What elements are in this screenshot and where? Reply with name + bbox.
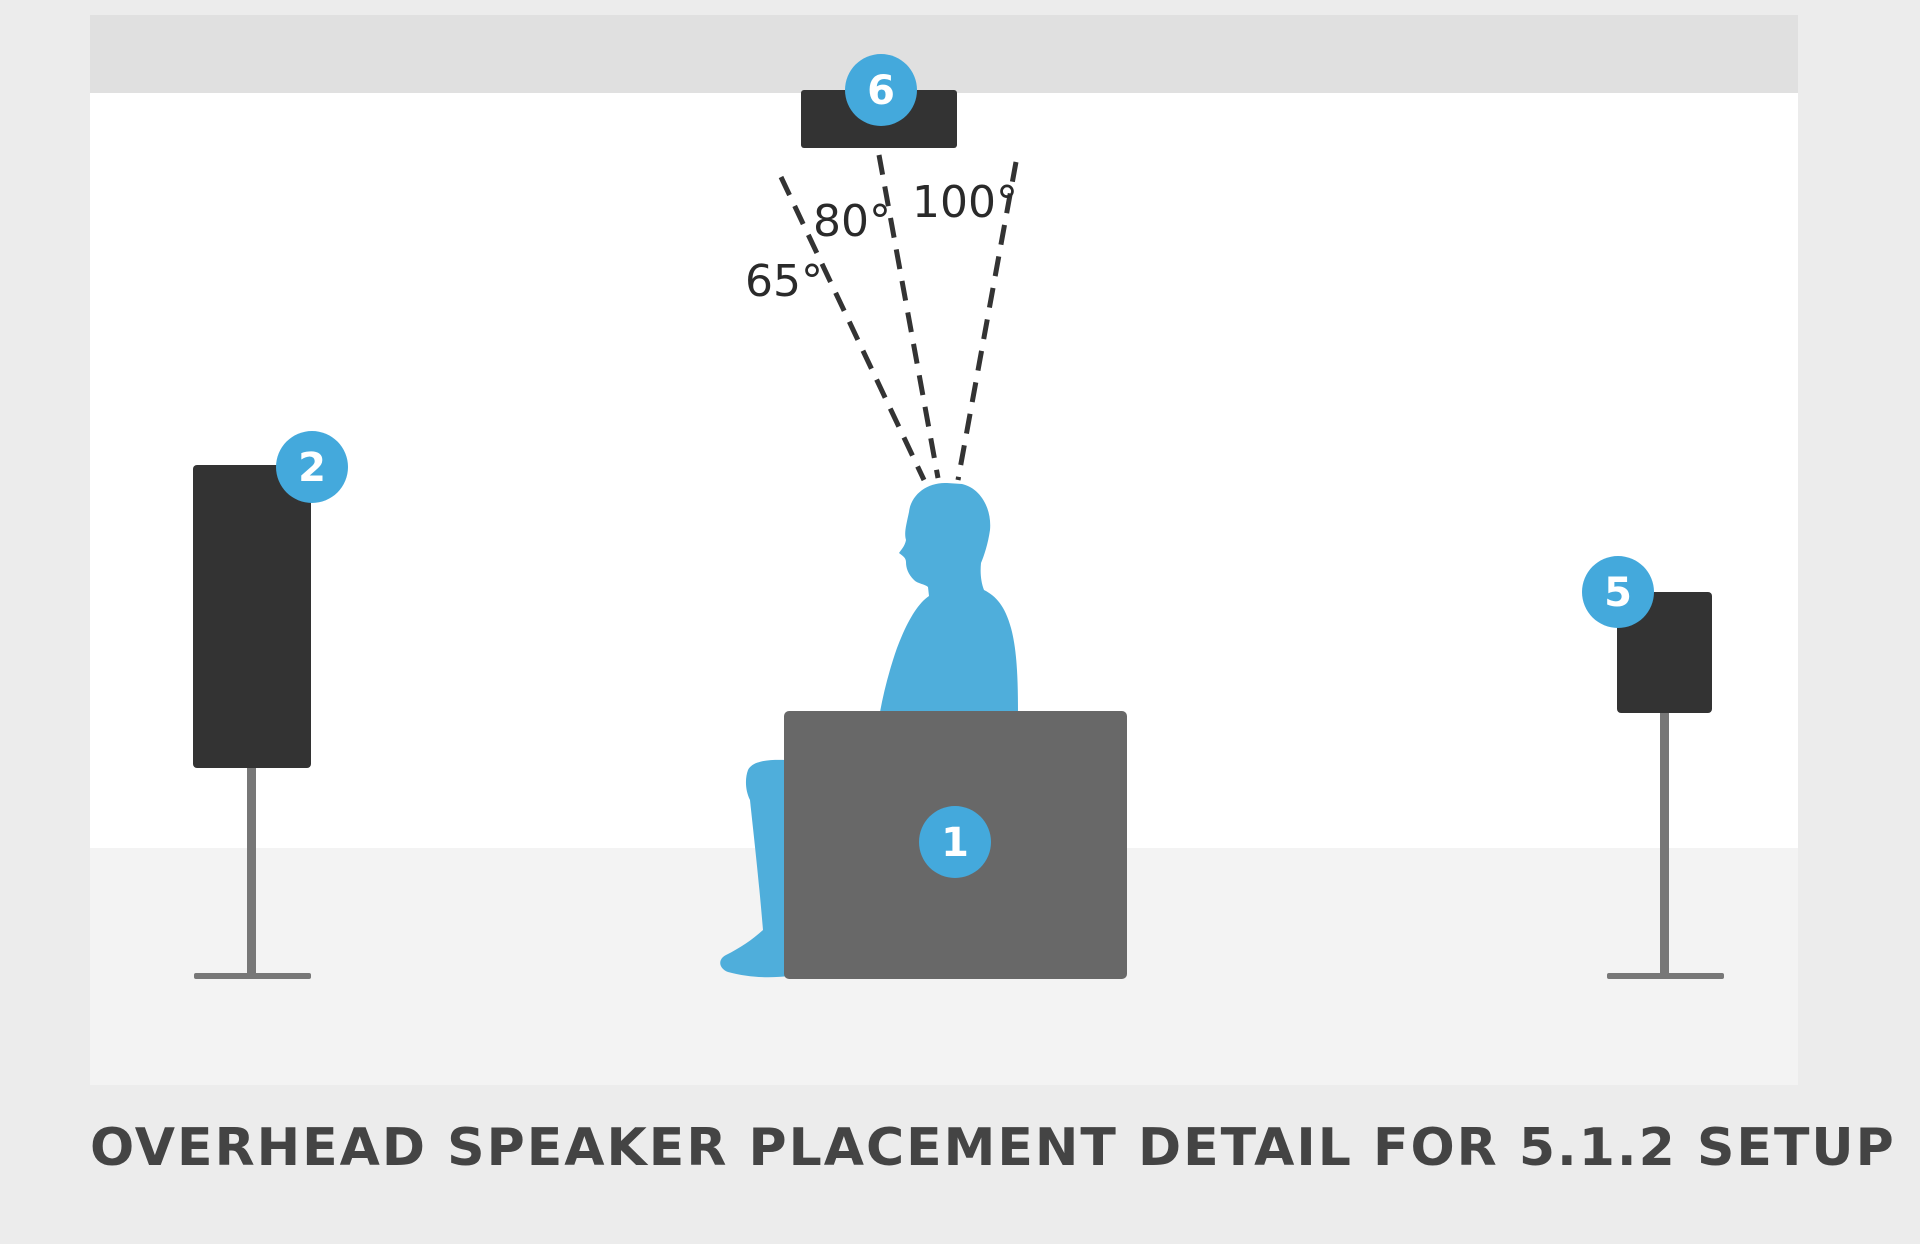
speaker-stand-pole	[247, 768, 256, 974]
angle-line-100	[955, 161, 1019, 481]
badge-label: 5	[1604, 570, 1632, 616]
angle-label-65: 65°	[745, 256, 823, 307]
diagram-caption: OVERHEAD SPEAKER PLACEMENT DETAIL FOR 5.…	[90, 1118, 1896, 1178]
seated-listener-silhouette-icon	[720, 482, 1018, 978]
listener-body	[880, 482, 1018, 712]
badge-2: 2	[276, 431, 348, 503]
badge-circle	[1582, 556, 1654, 628]
badge-label: 1	[941, 820, 969, 866]
angle-lines	[778, 154, 1019, 482]
badge-1: 1	[919, 806, 991, 878]
angle-label-100: 100°	[912, 177, 1018, 228]
badge-6: 6	[845, 54, 917, 126]
angle-label-80: 80°	[813, 196, 891, 247]
speaker-stand-pole	[1660, 713, 1669, 974]
angle-line-65	[778, 175, 927, 482]
badge-label: 2	[298, 445, 326, 491]
listener-legs	[720, 712, 790, 978]
badge-label: 6	[867, 68, 895, 114]
front-left-speaker	[193, 465, 311, 979]
surround-speaker	[1607, 592, 1724, 979]
badge-circle	[919, 806, 991, 878]
floor-standing-speaker-icon	[193, 465, 311, 768]
stand-speaker-icon	[1617, 592, 1712, 713]
speaker-stand-base	[194, 973, 311, 979]
badge-circle	[845, 54, 917, 126]
badge-5: 5	[1582, 556, 1654, 628]
ceiling	[90, 15, 1798, 93]
angle-line-80	[876, 154, 941, 479]
badge-circle	[276, 431, 348, 503]
speaker-stand-base	[1607, 973, 1724, 979]
